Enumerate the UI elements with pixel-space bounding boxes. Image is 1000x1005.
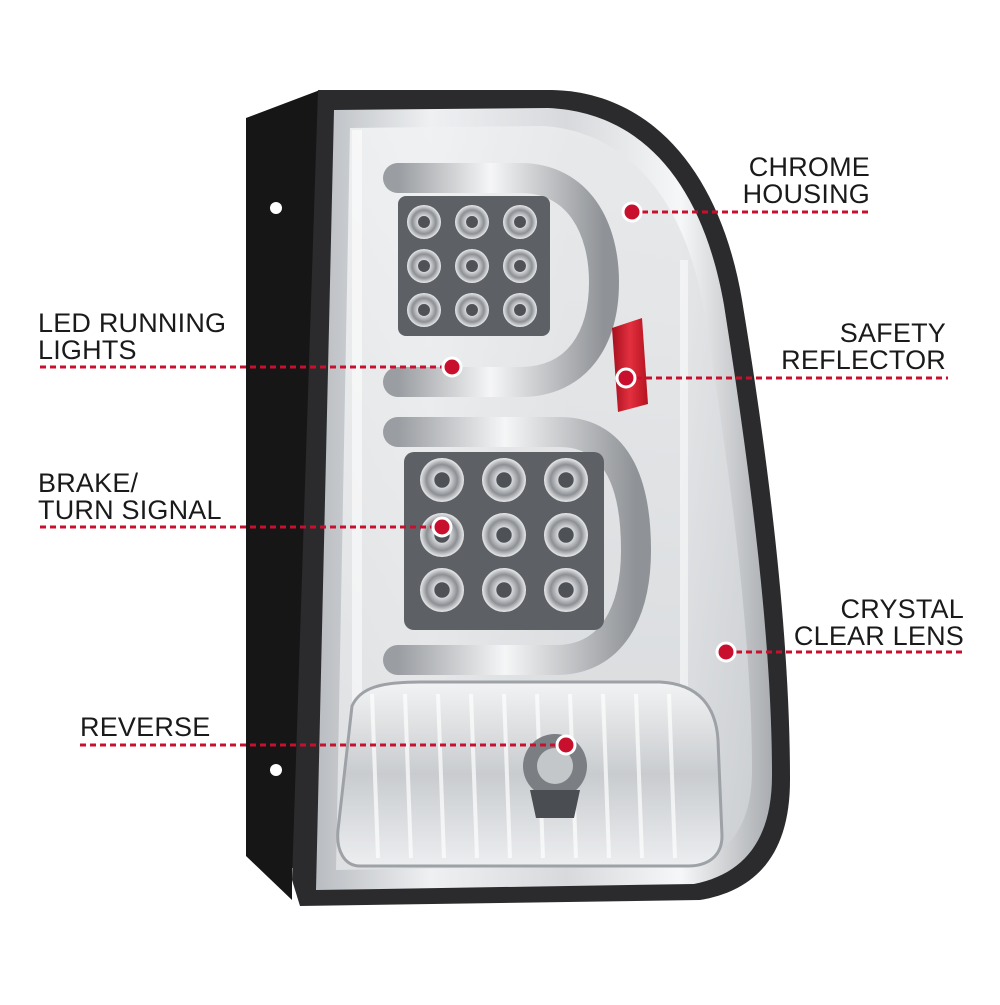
callout-label: CLEAR LENS: [793, 621, 964, 651]
reverse-rib: [436, 693, 446, 859]
led-bulb-core: [496, 582, 512, 598]
reverse-rib: [667, 693, 677, 859]
reverse-rib: [403, 693, 413, 859]
callout-label: SAFETY: [839, 318, 946, 348]
lens-highlight: [352, 130, 362, 860]
led-bulb-core: [514, 304, 526, 316]
callout-marker-icon: [555, 734, 577, 756]
callout-chrome-housing: CHROME HOUSING: [743, 154, 870, 208]
reverse-rib: [469, 693, 479, 859]
reverse-ribs: [370, 693, 677, 859]
led-bulb-core: [466, 304, 478, 316]
mount-hole-icon: [270, 202, 282, 214]
lens-highlight: [680, 260, 688, 780]
callout-label: REVERSE: [80, 712, 211, 742]
callout-brake-turn-signal: BRAKE/ TURN SIGNAL: [38, 470, 222, 524]
callout-crystal-clear-lens: CRYSTAL CLEAR LENS: [794, 596, 964, 650]
callout-marker-icon: [715, 641, 737, 663]
callout-reverse: REVERSE: [80, 714, 210, 741]
callout-label: BRAKE/: [38, 468, 139, 498]
led-bulb-core: [496, 472, 512, 488]
led-bulb-core: [558, 472, 574, 488]
reverse-rib: [502, 693, 512, 859]
led-bulb-core: [434, 582, 450, 598]
reverse-rib: [601, 693, 611, 859]
reverse-socket: [530, 790, 580, 818]
callout-label: HOUSING: [742, 179, 870, 209]
callout-label: LED RUNNING: [38, 308, 227, 338]
callout-label: LIGHTS: [38, 335, 137, 365]
reverse-rib: [634, 693, 644, 859]
callout-marker-icon: [441, 356, 463, 378]
callout-marker-icon: [431, 516, 453, 538]
callout-marker-icon: [621, 201, 643, 223]
led-bulb-core: [514, 260, 526, 272]
led-bulb-core: [418, 260, 430, 272]
led-bulb-core: [466, 260, 478, 272]
led-bulb-core: [496, 527, 512, 543]
callout-marker-icon: [615, 367, 637, 389]
led-bulb-core: [434, 472, 450, 488]
led-bulb-core: [418, 304, 430, 316]
callout-label: CRYSTAL: [840, 594, 964, 624]
callout-label: TURN SIGNAL: [38, 495, 222, 525]
upper-led-grid: [407, 205, 537, 327]
led-bulb-core: [558, 527, 574, 543]
reverse-rib: [370, 693, 380, 859]
upper-led-tube: [383, 163, 620, 397]
led-bulb-core: [558, 582, 574, 598]
mount-hole-icon: [270, 764, 282, 776]
led-bulb-core: [466, 216, 478, 228]
lower-led-tube: [383, 417, 652, 675]
reverse-bulb-core: [537, 748, 573, 784]
led-bulb-core: [514, 216, 526, 228]
led-bulb-core: [418, 216, 430, 228]
callout-label: CHROME: [748, 152, 870, 182]
callout-label: REFLECTOR: [781, 345, 946, 375]
callout-lines: [40, 201, 966, 756]
callout-led-running-lights: LED RUNNING LIGHTS: [38, 310, 226, 364]
safety-reflector: [612, 318, 648, 412]
callout-safety-reflector: SAFETY REFLECTOR: [781, 320, 946, 374]
